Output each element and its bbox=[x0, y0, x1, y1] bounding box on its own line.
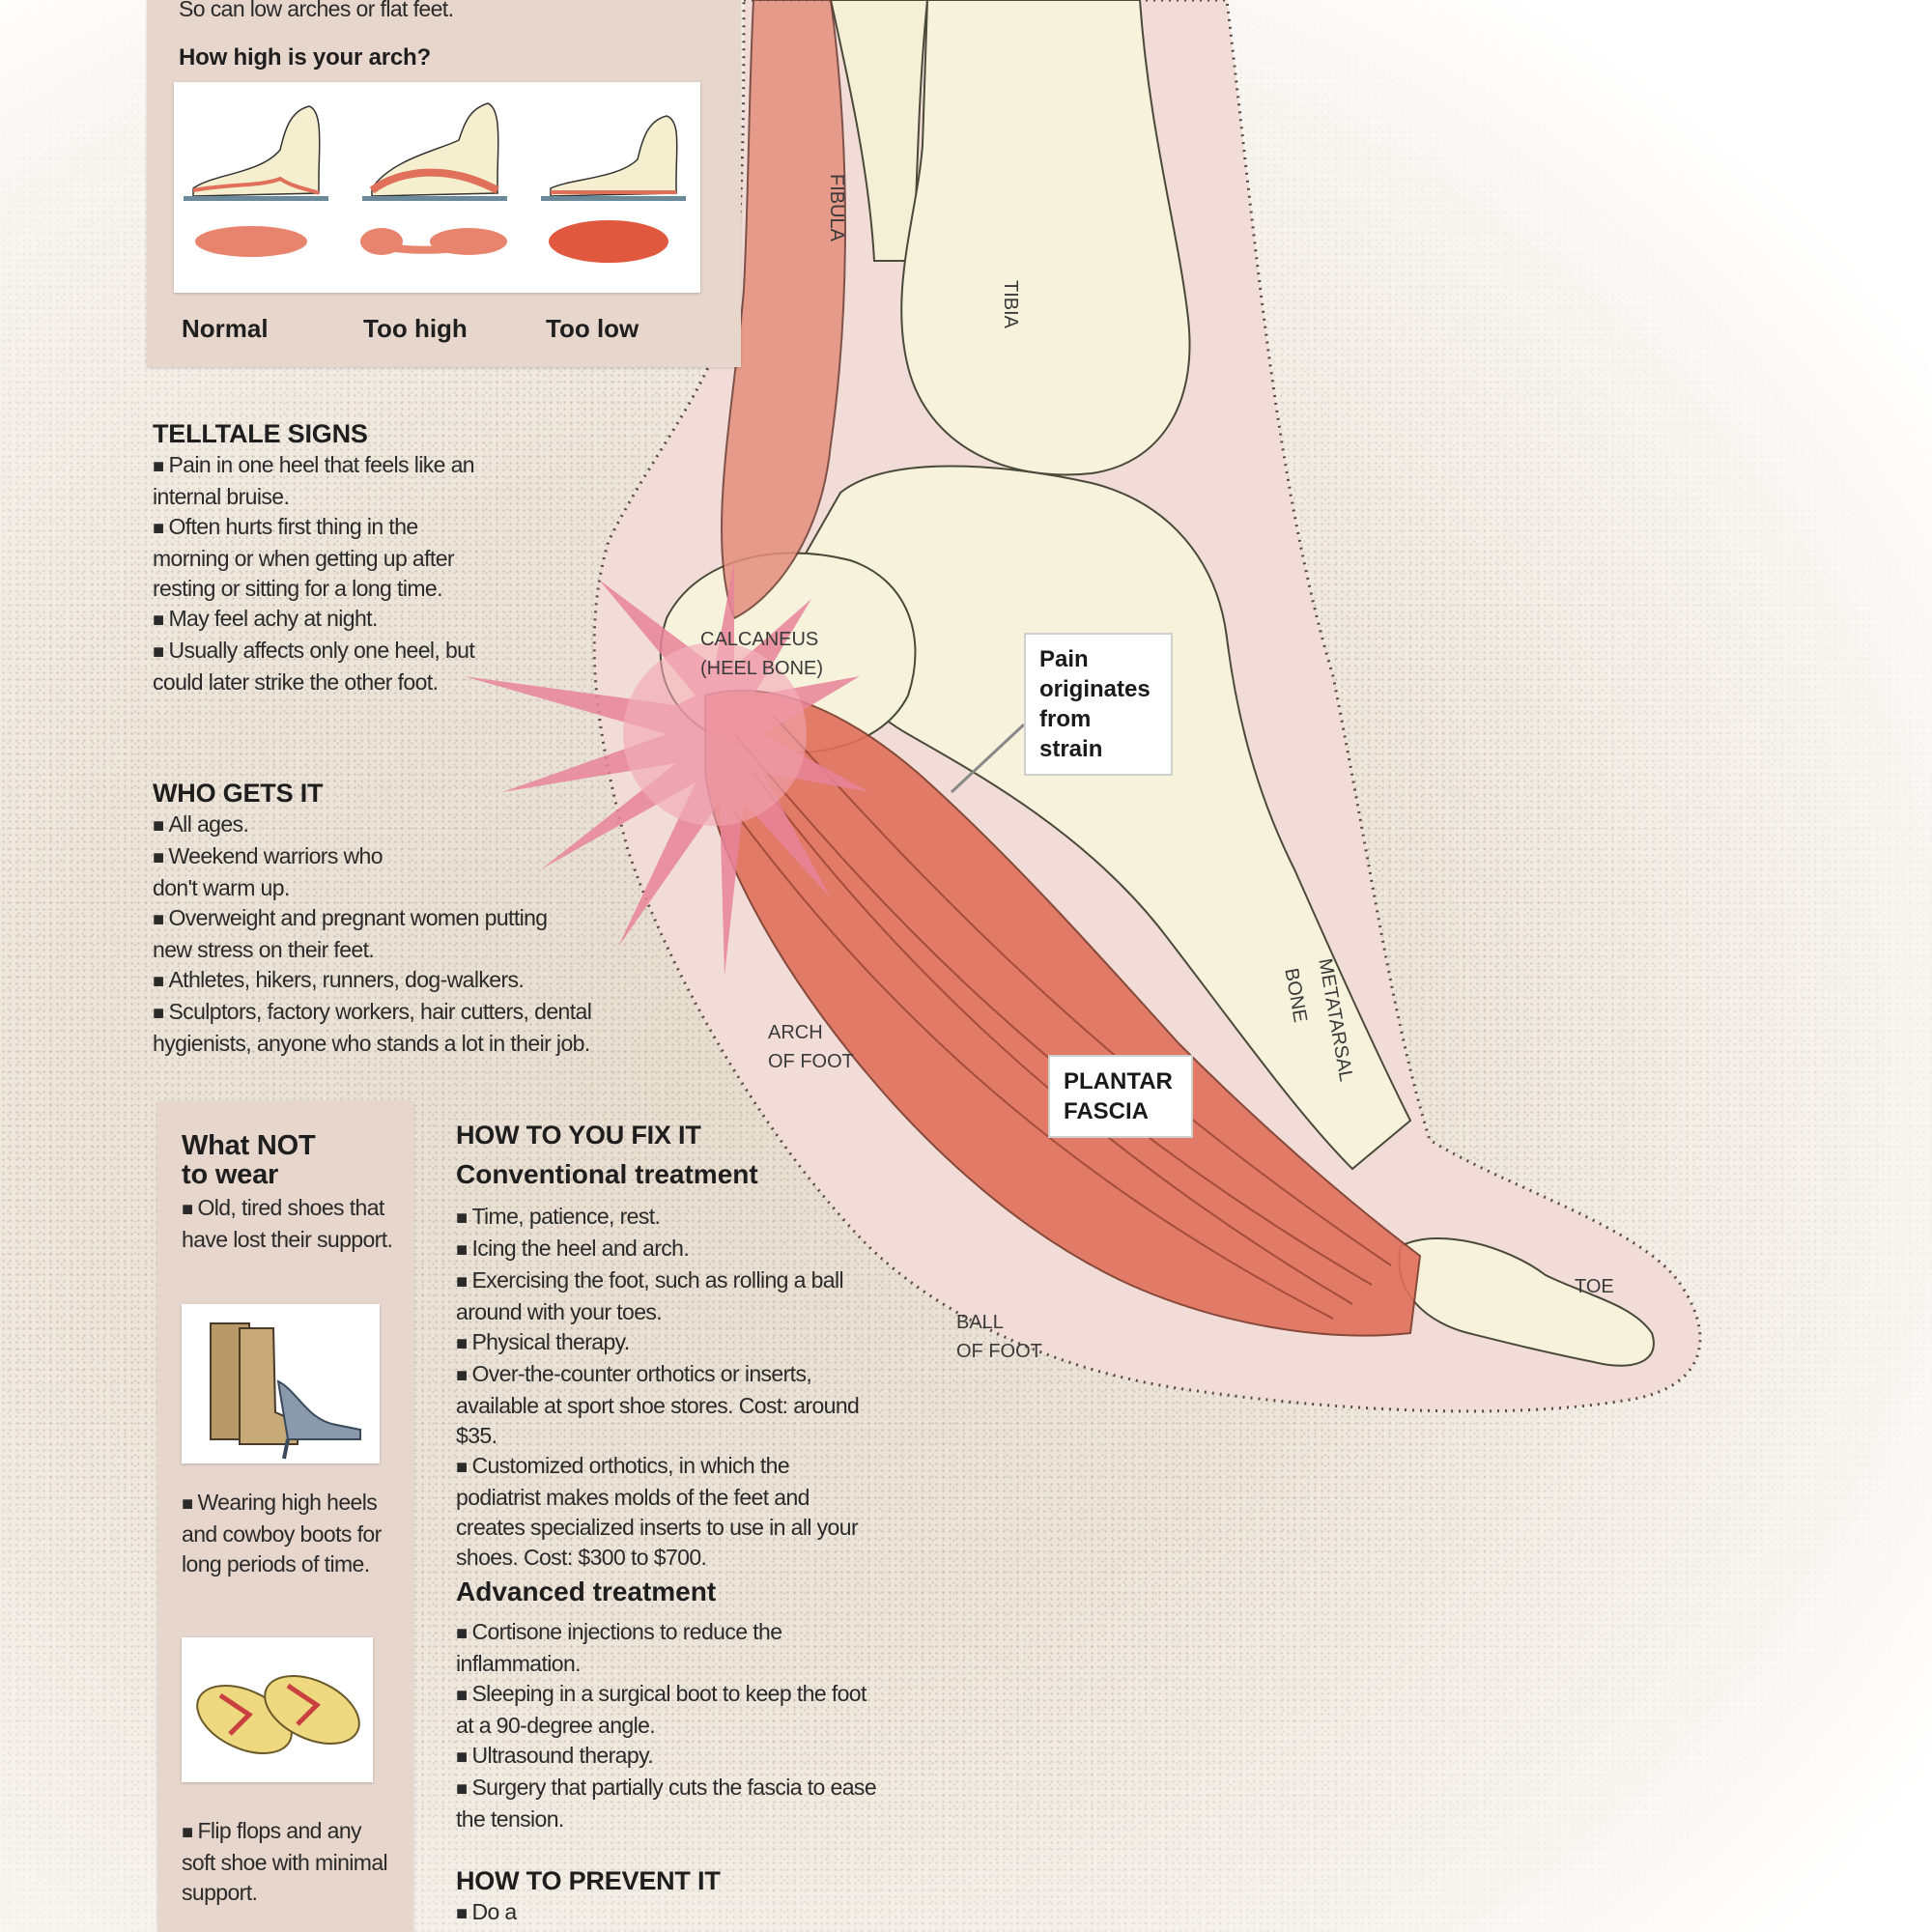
arch-label-too-low: Too low bbox=[546, 314, 639, 343]
callout-line: FASCIA bbox=[1064, 1098, 1150, 1124]
arch-of-foot-label-1: ARCH bbox=[768, 1022, 823, 1043]
arch-footprints bbox=[184, 102, 686, 263]
tibia-bone bbox=[900, 0, 1191, 476]
plantar-fascia-muscle bbox=[704, 689, 1422, 1337]
not-wear-item-3: Flip flops and any soft shoe with minima… bbox=[182, 1816, 389, 1908]
not-wear-item-2: Wearing high heels and cowboy boots for … bbox=[182, 1488, 389, 1579]
toe-bones bbox=[1398, 1237, 1655, 1367]
telltale-item: Usually affects only one heel, but could… bbox=[153, 636, 496, 697]
advanced-item: Cortisone injections to reduce the infla… bbox=[456, 1617, 881, 1679]
how-to-prevent-title: HOW TO PREVENT IT bbox=[456, 1866, 721, 1895]
conventional-treatment-title: Conventional treatment bbox=[456, 1159, 758, 1189]
conventional-item: Time, patience, rest. bbox=[456, 1202, 862, 1234]
pain-burst-icon bbox=[464, 560, 869, 976]
ball-of-foot-label-1: BALL bbox=[956, 1312, 1004, 1333]
callout-line: PLANTAR bbox=[1064, 1068, 1173, 1094]
advanced-treatment-list: Cortisone injections to reduce the infla… bbox=[456, 1617, 881, 1834]
arch-label-normal: Normal bbox=[182, 314, 269, 343]
tarsal-bones bbox=[799, 465, 1412, 1171]
prevent-list: Do a bbox=[456, 1897, 746, 1929]
flip-flops-image bbox=[182, 1637, 373, 1782]
advanced-item: Surgery that partially cuts the fascia t… bbox=[456, 1773, 881, 1834]
not-wear-item-1: Old, tired shoes that have lost their su… bbox=[182, 1193, 394, 1255]
what-not-to-wear-item: Old, tired shoes that have lost their su… bbox=[182, 1193, 394, 1255]
advanced-item: Sleeping in a surgical boot to keep the … bbox=[456, 1679, 881, 1741]
tibia-label: TIBIA bbox=[1000, 280, 1021, 329]
calcaneus-label-2: (HEEL BONE) bbox=[700, 658, 824, 679]
callout-line: from bbox=[1039, 706, 1092, 732]
arch-intro-line: So can low arches or flat feet. bbox=[179, 0, 454, 21]
ball-of-foot-label-2: OF FOOT bbox=[956, 1341, 1042, 1362]
arch-of-foot-label-2: OF FOOT bbox=[768, 1051, 854, 1072]
calcaneus-label-1: CALCANEUS bbox=[700, 629, 819, 650]
boots-and-heels-icon bbox=[210, 1322, 361, 1460]
how-to-fix-title: HOW TO YOU FIX IT bbox=[456, 1121, 701, 1150]
who-item: Sculptors, factory workers, hair cutters… bbox=[153, 997, 679, 1059]
prevent-item: Do a bbox=[456, 1897, 746, 1929]
conventional-item: Physical therapy. bbox=[456, 1327, 862, 1359]
pain-origin-callout: Pain originates from strain bbox=[1024, 633, 1173, 776]
boots-heels-image bbox=[182, 1304, 380, 1463]
conventional-item: Exercising the foot, such as rolling a b… bbox=[456, 1265, 862, 1327]
conventional-item: Customized orthotics, in which the podia… bbox=[456, 1451, 862, 1573]
callout-line: strain bbox=[1039, 736, 1103, 762]
what-not-title-2: to wear bbox=[182, 1159, 279, 1190]
arch-label-too-high: Too high bbox=[363, 314, 468, 343]
arch-question: How high is your arch? bbox=[179, 44, 431, 71]
what-not-title-1: What NOT bbox=[182, 1130, 316, 1161]
what-not-to-wear-item: Wearing high heels and cowboy boots for … bbox=[182, 1488, 389, 1579]
conventional-treatment-list: Time, patience, rest. Icing the heel and… bbox=[456, 1202, 862, 1573]
telltale-item: Pain in one heel that feels like an inte… bbox=[153, 450, 496, 512]
who-item: Weekend warriors who don't warm up. bbox=[153, 841, 394, 903]
toe-label: TOE bbox=[1575, 1276, 1614, 1297]
telltale-signs-list: Pain in one heel that feels like an inte… bbox=[153, 450, 496, 697]
telltale-item: Often hurts first thing in the morning o… bbox=[153, 512, 496, 604]
advanced-item: Ultrasound therapy. bbox=[456, 1741, 881, 1773]
conventional-item: Over-the-counter orthotics or inserts, a… bbox=[456, 1359, 862, 1451]
who-gets-it-list: All ages. Weekend warriors who don't war… bbox=[153, 810, 679, 1059]
who-item: Athletes, hikers, runners, dog-walkers. bbox=[153, 965, 679, 997]
flip-flops-icon bbox=[196, 1675, 360, 1754]
achilles-tendon bbox=[721, 0, 846, 620]
who-item: Overweight and pregnant women putting ne… bbox=[153, 903, 558, 965]
telltale-signs-title: TELLTALE SIGNS bbox=[153, 419, 368, 448]
arch-comparison-panel bbox=[174, 82, 700, 293]
advanced-treatment-title: Advanced treatment bbox=[456, 1577, 717, 1606]
who-gets-it-title: WHO GETS IT bbox=[153, 779, 324, 808]
callout-line: Pain bbox=[1039, 646, 1089, 672]
what-not-to-wear-item: Flip flops and any soft shoe with minima… bbox=[182, 1816, 389, 1908]
low-arch-foot-icon bbox=[541, 115, 686, 263]
conventional-item: Icing the heel and arch. bbox=[456, 1234, 862, 1265]
callout-line: originates bbox=[1039, 676, 1151, 702]
telltale-item: May feel achy at night. bbox=[153, 604, 496, 636]
plantar-fascia-callout: PLANTAR FASCIA bbox=[1048, 1055, 1193, 1138]
normal-arch-foot-icon bbox=[184, 105, 328, 257]
fibula-label: FIBULA bbox=[826, 174, 847, 242]
callout-pointer bbox=[950, 723, 1026, 794]
who-item: All ages. bbox=[153, 810, 679, 841]
high-arch-foot-icon bbox=[360, 102, 507, 255]
